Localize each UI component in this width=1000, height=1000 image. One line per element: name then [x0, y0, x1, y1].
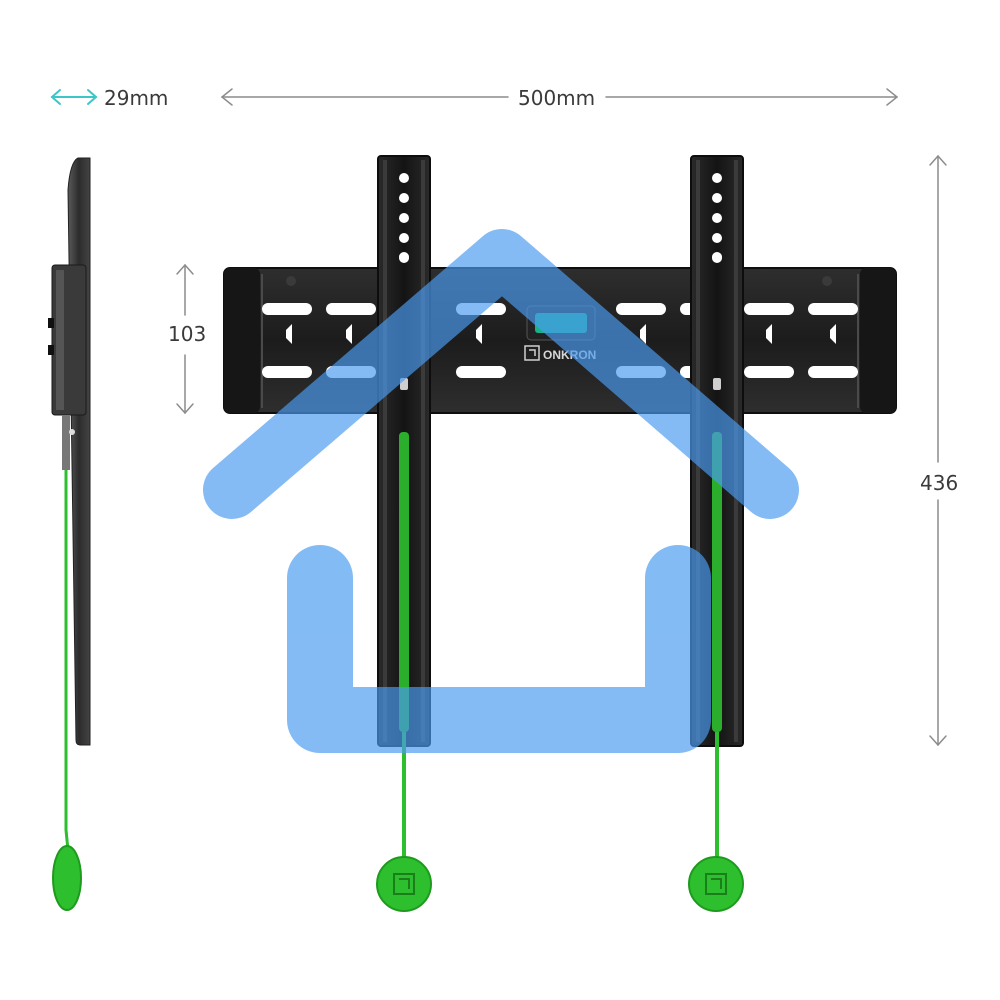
left-pull-strap[interactable] — [376, 732, 432, 912]
arm-hole — [399, 213, 409, 223]
right-pull-strap[interactable] — [688, 732, 744, 912]
rail-slot — [744, 303, 794, 315]
rail-slot — [262, 366, 312, 378]
house-icon — [203, 229, 799, 753]
arm-hole — [712, 213, 722, 223]
rail-slot — [808, 303, 858, 315]
rail-hook-mark — [346, 324, 352, 344]
rail-slot — [262, 303, 312, 315]
total-height-label: 436 — [920, 471, 959, 495]
arm-hole — [399, 173, 409, 183]
width-arrow-icon — [220, 88, 899, 106]
rail-slot — [456, 366, 506, 378]
width-label: 500mm — [518, 86, 596, 110]
rail-slot — [326, 303, 376, 315]
rail-hook-mark — [830, 324, 836, 344]
rail-height-label: 103 — [168, 322, 207, 346]
rail-slot — [744, 366, 794, 378]
left-arm — [377, 155, 431, 747]
depth-arrow-icon — [50, 89, 98, 105]
arm-hole — [399, 233, 409, 243]
rail-hook-mark — [766, 324, 772, 344]
arm-hole — [712, 193, 722, 203]
total-height-arrow-icon — [929, 154, 947, 747]
arm-hole — [712, 173, 722, 183]
arm-hole — [712, 252, 722, 262]
arm-hole — [712, 233, 722, 243]
arm-hole — [399, 252, 409, 262]
rail-height-arrow-icon — [176, 263, 194, 415]
onkron-logo-icon — [705, 873, 727, 895]
arm-hole — [399, 193, 409, 203]
rail-hook-mark — [640, 324, 646, 344]
arm-latch — [713, 378, 721, 390]
side-profile — [48, 157, 91, 911]
rail-hook-mark — [286, 324, 292, 344]
rail-slot — [616, 303, 666, 315]
depth-label: 29mm — [104, 86, 169, 110]
rail-slot — [808, 366, 858, 378]
onkron-logo — [524, 345, 540, 361]
rail-hook-mark — [476, 324, 482, 344]
onkron-logo-icon — [393, 873, 415, 895]
